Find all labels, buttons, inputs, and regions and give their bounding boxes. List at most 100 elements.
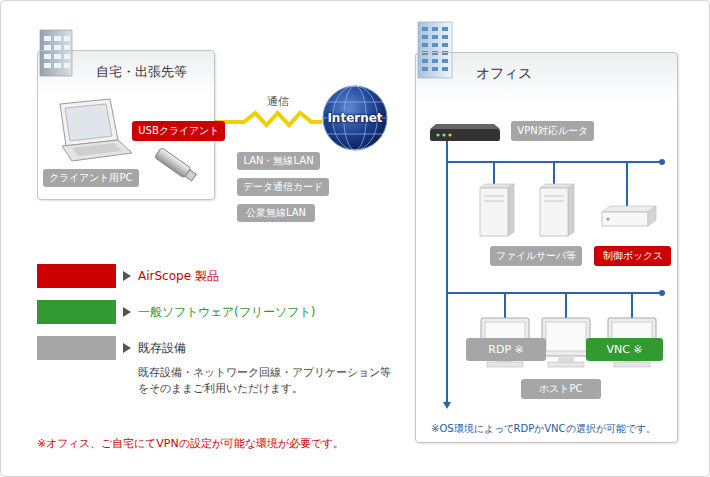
usb-stick-icon-part — [155, 147, 191, 177]
control-box-icon-part — [602, 212, 648, 226]
legend-swatch — [37, 300, 116, 324]
legend-pointer — [123, 271, 131, 353]
label-text: ファイルサーバ等 — [496, 251, 576, 261]
monitor-icon-part — [546, 322, 586, 351]
network-bus-part — [565, 293, 567, 318]
server-icon — [480, 184, 514, 236]
location-panel: 自宅・出張先等USBクライアントクライアント用PC — [37, 50, 215, 200]
label-text: VPN対応ルータ — [517, 126, 587, 136]
control-box-icon-part — [602, 206, 656, 212]
communication-link — [215, 113, 322, 125]
bus-end-marks-part — [443, 402, 451, 409]
laptop-icon — [60, 99, 132, 161]
network-bus-part — [626, 162, 628, 208]
label-box: ファイルサーバ等 — [490, 246, 582, 266]
laptop-icon-part — [65, 104, 112, 141]
label-text: 制御ボックス — [603, 251, 663, 261]
legend-swatch — [37, 264, 116, 288]
label-box: 制御ボックス — [594, 246, 671, 266]
network-bus-part — [447, 292, 662, 294]
internet-globe: Internet — [322, 85, 388, 151]
office-building-icon-part — [418, 22, 452, 78]
router-icon — [430, 124, 500, 141]
label-text: ホストPC — [539, 384, 582, 394]
legend-swatch — [37, 336, 116, 360]
home-building-icon-part — [40, 30, 72, 76]
monitor-icon-part — [487, 362, 523, 367]
panel-heading: 自宅・出張先等 — [96, 63, 187, 81]
label-box: データ通信カード — [237, 178, 329, 196]
server-icon-part — [544, 201, 564, 202]
globe-body — [323, 86, 387, 150]
network-bus — [447, 141, 662, 404]
bus-end-marks-part — [659, 290, 665, 296]
label-box: LAN・無線LAN — [237, 152, 320, 170]
label-box: RDP ※ — [466, 338, 546, 361]
network-bus-part — [504, 293, 506, 318]
panel-heading: オフィス — [476, 65, 532, 83]
network-bus-part — [446, 141, 448, 404]
control-box-icon-part — [607, 218, 610, 221]
office-building-icon-part — [422, 27, 450, 73]
router-icon-part — [430, 129, 500, 141]
legend-note: 既存設備・ネットワーク回線・アプリケーション等 をそのままご利用いただけます。 — [138, 365, 400, 397]
label-text: USBクライアント — [138, 126, 219, 136]
legend-pointer-part — [123, 307, 131, 317]
control-box-icon — [602, 206, 656, 226]
label-box: USBクライアント — [132, 121, 225, 141]
globe-label: Internet — [327, 111, 382, 125]
legend-text: 一般ソフトウェア(フリーソフト) — [138, 304, 315, 320]
server-icon-part — [544, 196, 564, 197]
router-icon-part — [442, 133, 445, 136]
panel-shade — [416, 53, 677, 101]
office-building-icon — [418, 22, 452, 78]
legend-text: AirScope 製品 — [138, 268, 219, 284]
label-box: VPN対応ルータ — [511, 121, 594, 141]
link-label: 通信 — [265, 94, 291, 109]
server-icon-part — [480, 188, 508, 236]
location-panel: オフィス VPN対応ルータファイルサーバ等 制御ボックス RDP ※ VNC ※ ホストP… — [415, 52, 678, 443]
laptop-icon-part — [72, 143, 122, 156]
server-icon-part — [568, 184, 574, 236]
network-bus-part — [553, 162, 555, 184]
label-text: VNC ※ — [606, 344, 642, 355]
router-icon-part — [448, 133, 451, 136]
label-text: データ通信カード — [243, 182, 323, 192]
server-icon-part — [484, 196, 504, 197]
monitor-icon-part — [614, 362, 650, 367]
usb-stick-icon — [155, 147, 198, 182]
server-icon-part — [540, 188, 568, 236]
label-box: ホストPC — [521, 379, 601, 399]
label-box: VNC ※ — [586, 338, 663, 361]
router-icon-part — [430, 124, 500, 129]
globe-parallel — [327, 134, 382, 135]
monitor-icon-part — [542, 318, 590, 356]
bus-end-marks-part — [659, 159, 665, 165]
monitor-icon — [542, 318, 590, 367]
footnote: ※オフィス、ご自宅にてVPNの設定が可能な環境が必要です。 — [37, 436, 344, 452]
network-bus-part — [493, 162, 495, 184]
label-text: クライアント用PC — [49, 173, 132, 183]
globe-parallel — [327, 102, 382, 103]
label-text: RDP ※ — [488, 344, 523, 355]
legend-pointer-part — [123, 343, 131, 353]
usb-stick-icon-part — [185, 170, 196, 181]
label-box: クライアント用PC — [43, 169, 139, 187]
control-box-icon-part — [648, 206, 656, 226]
label-text: LAN・無線LAN — [243, 156, 313, 166]
monitor-icon-part — [548, 362, 584, 367]
laptop-icon-part — [60, 99, 118, 146]
router-icon-part — [436, 133, 439, 136]
home-building-icon — [40, 30, 72, 76]
network-bus-part — [631, 293, 633, 318]
laptop-icon-part — [62, 140, 132, 161]
server-icon-part — [508, 184, 514, 236]
legend-text: 既存設備 — [138, 340, 186, 356]
server-icon-part — [484, 201, 504, 202]
home-building-icon-part — [44, 36, 70, 70]
legend-pointer-part — [123, 271, 131, 281]
label-box: 公衆無線LAN — [237, 204, 315, 222]
footnote: ※OS環境によってRDPかVNCの選択が可能です。 — [431, 421, 656, 437]
